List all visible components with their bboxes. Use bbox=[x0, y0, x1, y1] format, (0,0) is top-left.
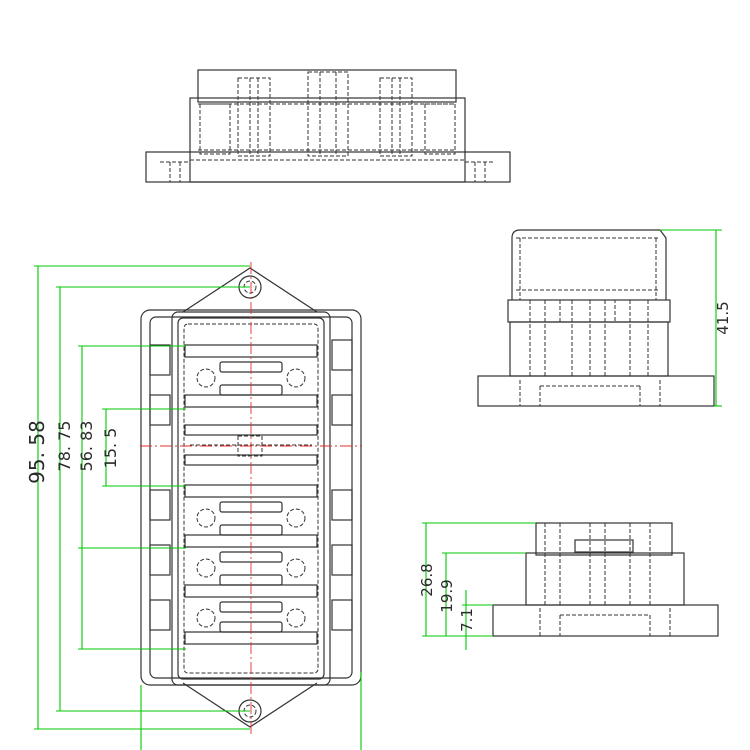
top-elevation-view bbox=[145, 69, 511, 183]
side-view bbox=[477, 229, 715, 407]
plan-view bbox=[140, 262, 362, 735]
dim-center-pitch: 15. 5 bbox=[101, 428, 120, 469]
dim-fuse-span: 56. 83 bbox=[77, 421, 96, 472]
dim-outer-cavity-span: 78. 75 bbox=[55, 421, 74, 472]
end-view bbox=[492, 522, 719, 637]
dim-side-total-height: 26.8 bbox=[418, 563, 436, 596]
dim-height: 41.5 bbox=[714, 301, 732, 334]
dimension-lines bbox=[34, 229, 722, 750]
dim-side-mid-height: 19.9 bbox=[438, 579, 456, 612]
dim-overall-length: 95. 58 bbox=[25, 420, 49, 484]
dim-side-base-height: 7.1 bbox=[458, 608, 476, 632]
